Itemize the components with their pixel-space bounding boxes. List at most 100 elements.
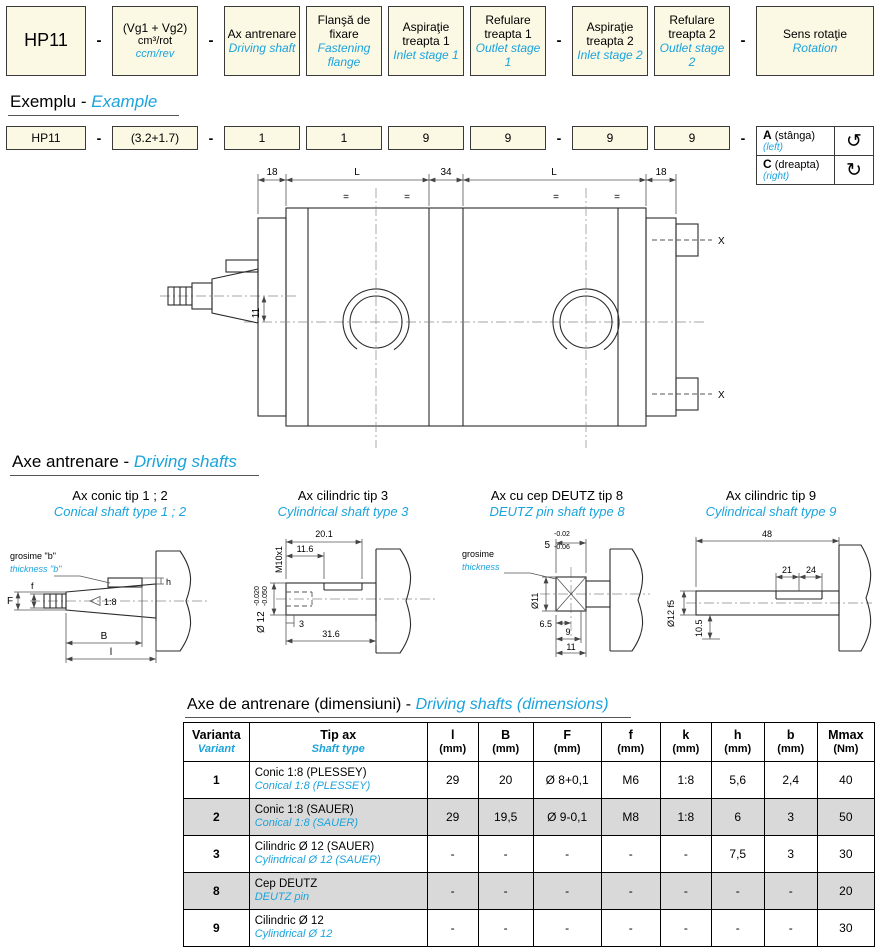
- equal-mark: =: [404, 192, 410, 203]
- shaft-9-title-en: Cylindrical shaft type 9: [705, 504, 837, 520]
- rotation-ro: (stânga): [774, 130, 816, 142]
- section-x-top: X: [718, 236, 725, 247]
- dash-separator: -: [208, 32, 214, 49]
- dim-l: l: [110, 647, 112, 658]
- example-value-flange: 1: [306, 126, 382, 150]
- dim-20-1: 20.1: [315, 529, 333, 539]
- dim-f: f: [31, 581, 34, 591]
- shaft-9-body: [695, 543, 872, 652]
- dim-10-5: 10.5: [694, 619, 704, 637]
- code-box-driving-shaft: Ax antrenare Driving shaft: [224, 6, 300, 76]
- pin-width-label-ro: grosime: [462, 549, 494, 559]
- rotation-en: (right): [763, 171, 790, 183]
- dim-3: 3: [299, 619, 304, 629]
- svg-text:Ø 12: Ø 12: [256, 610, 267, 632]
- pump-section-marks: [652, 239, 712, 395]
- rotation-ro: (dreapta): [774, 159, 820, 171]
- shaft-8-title-ro: Ax cu cep DEUTZ tip 8: [490, 488, 624, 503]
- shaft-1-body: [43, 549, 192, 652]
- dim-L-1: L: [354, 167, 360, 178]
- shaft-8-drawing: grosime thickness 5 -0.02 -0.06: [462, 531, 650, 657]
- shaft-diameter-label: Ø12 f5: [666, 599, 676, 626]
- code-label-ro: Ax antrenare: [227, 26, 297, 41]
- col-F: F(mm): [532, 722, 602, 762]
- shaft-8-title: Ax cu cep DEUTZ tip 8 DEUTZ pin shaft ty…: [450, 488, 664, 521]
- col-Mmax: Mmax(Nm): [816, 722, 876, 762]
- shaft-3-dims: [270, 538, 377, 645]
- code-box-inlet-stage-2: Aspiraţie treapta 2 Inlet stage 2: [572, 6, 648, 76]
- shaft-type-3-figure: Ax cilindric tip 3 Cylindrical shaft typ…: [236, 488, 450, 680]
- shaft-3-title-ro: Ax cilindric tip 3: [297, 488, 389, 503]
- cw-rotation-icon: ↻: [846, 159, 862, 181]
- model-label: HP11: [24, 30, 68, 51]
- code-label-en: Driving shaft: [228, 41, 296, 55]
- dim-11: 11: [566, 642, 575, 652]
- dim-5: 5: [544, 540, 550, 551]
- rotation-option-left: A (stânga) (left) ↺: [757, 127, 873, 155]
- code-box-outlet-stage-1: Refulare treapta 1 Outlet stage 1: [470, 6, 546, 76]
- taper-symbol: [89, 595, 101, 606]
- dim-L-2: L: [551, 167, 557, 178]
- key-width-label-ro: grosime "b": [10, 551, 56, 561]
- taper-ratio: 1:8: [104, 597, 117, 607]
- col-B: B(mm): [477, 722, 534, 762]
- code-box-model: HP11: [6, 6, 86, 76]
- shaft-9-drawing: 48 21 24 Ø12 f5 10.5: [666, 529, 872, 652]
- code-label-ro: Refulare treapta 2: [668, 12, 716, 41]
- section-x-bottom: X: [718, 390, 725, 401]
- code-label-en: Fastening flange: [317, 41, 371, 70]
- example-value-outlet-1: 9: [470, 126, 546, 150]
- code-label-ro: Aspiraţie treapta 1: [402, 19, 450, 48]
- code-label-en: Rotation: [792, 41, 838, 55]
- example-value-inlet-1: 9: [388, 126, 464, 150]
- dash-separator: -: [556, 130, 562, 146]
- table-row-variant-3: 3 Cilindric Ø 12 (SAUER)Cylindrical Ø 12…: [183, 835, 876, 873]
- pin-section-hatch: [555, 576, 587, 611]
- pump-shaft: [167, 259, 259, 324]
- col-b: b(mm): [763, 722, 818, 762]
- shaft-type-1-figure: Ax conic tip 1 ; 2 Conical shaft type 1 …: [4, 488, 236, 680]
- shaft-1-drawing: 1:8 grosime "b" thickness "b" F: [7, 549, 209, 663]
- rotation-left-label: A (stânga) (left): [757, 127, 835, 155]
- rotation-option-right: C (dreapta) (right) ↻: [757, 155, 873, 184]
- dim-21: 21: [782, 565, 792, 575]
- table-heading-ro: Axe de antrenare (dimensiuni) -: [187, 696, 416, 713]
- dash-separator: -: [96, 130, 102, 146]
- code-label-en: Inlet stage 2: [577, 48, 643, 63]
- dash-separator: -: [740, 130, 746, 146]
- table-row-variant-2: 2 Conic 1:8 (SAUER)Conical 1:8 (SAUER) 2…: [183, 798, 876, 836]
- dim-F: F: [7, 596, 13, 607]
- tol-bottom: -0.06: [554, 544, 570, 551]
- code-label-ro: Sens rotaţie: [782, 26, 848, 41]
- shaft-9-title-ro: Ax cilindric tip 9: [725, 488, 817, 503]
- shaft-3-drawing: M10x1 20.1 11.6 Ø 12 -0.020: [254, 529, 436, 654]
- dim-h: h: [166, 577, 171, 587]
- dim-11-6: 11.6: [297, 544, 314, 554]
- code-box-inlet-stage-1: Aspiraţie treapta 1 Inlet stage 1: [388, 6, 464, 76]
- rotation-right-label: C (dreapta) (right): [757, 156, 835, 184]
- dim-11: 11: [251, 307, 262, 318]
- svg-text:-0.020: -0.020: [254, 586, 261, 606]
- dim-9: 9: [565, 627, 570, 637]
- example-heading-ro: Exemplu -: [10, 92, 92, 111]
- example-value-outlet-2: 9: [654, 126, 730, 150]
- shaft-3-title-en: Cylindrical shaft type 3: [277, 504, 409, 520]
- code-box-outlet-stage-2: Refulare treapta 2 Outlet stage 2: [654, 6, 730, 76]
- equal-mark: =: [614, 192, 620, 203]
- code-label-ro: Aspiraţie treapta 2: [586, 19, 634, 48]
- code-box-fastening-flange: Flanşă de fixare Fastening flange: [306, 6, 382, 76]
- shaft-9-title: Ax cilindric tip 9 Cylindrical shaft typ…: [664, 488, 878, 521]
- shaft-figures-row: Ax conic tip 1 ; 2 Conical shaft type 1 …: [0, 488, 880, 680]
- example-value-shaft: 1: [224, 126, 300, 150]
- table-heading-en: Driving shafts (dimensions): [415, 696, 609, 713]
- shaft-1-dims: [14, 577, 164, 663]
- shaft-diameter-label: Ø 12 -0.020 -0.050: [254, 586, 269, 633]
- rotation-code: C: [763, 157, 772, 171]
- shaft-1-title-en: Conical shaft type 1 ; 2: [53, 504, 187, 520]
- dash-separator: -: [96, 32, 102, 49]
- shafts-heading-ro: Axe antrenare -: [12, 452, 134, 471]
- table-heading: Axe de antrenare (dimensiuni) - Driving …: [185, 696, 631, 718]
